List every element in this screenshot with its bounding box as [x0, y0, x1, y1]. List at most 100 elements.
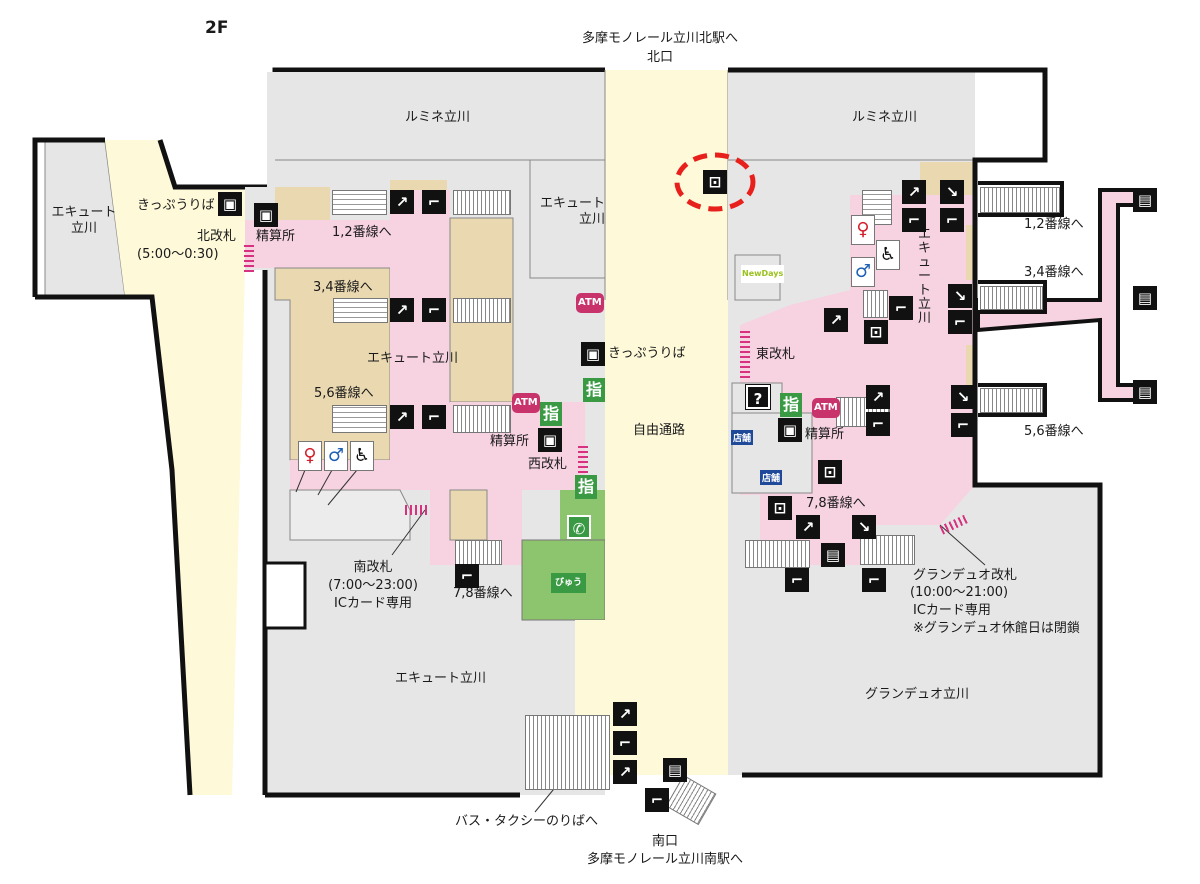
ticket-machine-icon: ▣ — [218, 192, 242, 216]
east-gate-barrier — [740, 330, 750, 378]
atm-badge: ATM — [576, 293, 604, 313]
stairs-track-12-east-b — [980, 187, 1060, 213]
ecute-far-left-label: エキュート 立川 — [51, 205, 117, 236]
fare-adjust-north-label: 精算所 — [256, 229, 296, 244]
bus-taxi-label: バス・タクシーのりばへ — [455, 814, 599, 829]
granduo-gate-note: ICカード専用 — [913, 603, 991, 618]
atm-badge: ATM — [512, 393, 540, 413]
track-12-west-label: 1,2番線へ — [332, 225, 392, 240]
escalator-down-icon: ↘ — [852, 515, 876, 539]
north-exit-destination: 多摩モノレール立川北駅へ — [581, 31, 738, 46]
ticket-office-2-label: きっぷうりば — [608, 346, 686, 361]
stairs-icon: ⌐ — [422, 298, 446, 322]
granduo-gate-closed-note: ※グランデュオ休館日は閉鎖 — [913, 621, 1080, 636]
stairs-icon: ⌐ — [785, 568, 809, 592]
north-gate-label: 北改札 — [197, 229, 237, 244]
elevator-icon: ▤ — [663, 758, 687, 782]
stairs-icon: ⌐ — [455, 564, 479, 588]
stairs-icon: ⌐ — [422, 405, 446, 429]
coin-locker-icon: ⊡ — [703, 170, 727, 194]
fare-adjust-east-label: 精算所 — [805, 427, 845, 442]
stairs-track-56-east — [980, 388, 1043, 413]
stairs-icon: ⌐ — [422, 190, 446, 214]
track-34-west-label: 3,4番線へ — [313, 280, 373, 295]
south-exit-label: 南口 — [651, 834, 678, 849]
escalator-icon: ↗ — [390, 405, 414, 429]
elevator-icon: ▤ — [1133, 286, 1157, 310]
stairs-icon: ⌐ — [613, 731, 637, 755]
east-gate-label: 東改札 — [756, 347, 796, 362]
fare-adjust-west-label: 精算所 — [490, 434, 530, 449]
escalator-icon: ↗ — [866, 385, 890, 409]
lumine-west-label: ルミネ立川 — [405, 110, 471, 125]
south-exit-destination: 多摩モノレール立川南駅へ — [586, 852, 743, 867]
escalator-icon: ↗ — [613, 760, 637, 784]
elevator-icon: ▤ — [821, 543, 845, 567]
fare-adjustment-icon: ▣ — [778, 418, 802, 442]
stairs-track-78-west — [455, 540, 502, 565]
free-passage-label: 自由通路 — [633, 423, 686, 438]
stairs-icon: ⌐ — [645, 788, 669, 812]
track-78-west-label: 7,8番線へ — [453, 586, 513, 601]
escalator-icon: ↗ — [824, 308, 848, 332]
ticket-office-label: きっぷうりば — [137, 198, 215, 213]
stairs-icon: ⌐ — [902, 208, 926, 232]
floor-label: 2F — [205, 18, 229, 38]
track-56-east-label: 5,6番線へ — [1024, 424, 1084, 439]
coin-locker-icon: ⊡ — [768, 496, 792, 520]
escalator-icon: ↗ — [390, 190, 414, 214]
accessible-restroom-icon: ♿ — [876, 240, 900, 270]
ecute-east-label: エキュート立川 — [918, 227, 932, 326]
ticket-machine-icon: ▣ — [581, 342, 605, 366]
escalator-icon: ↗ — [390, 298, 414, 322]
escalator-down-icon: ↘ — [948, 284, 972, 308]
stairs-track-12-west-a — [332, 190, 387, 215]
escalator-down-icon: ↘ — [951, 385, 975, 409]
fare-adjustment-icon: ▣ — [254, 203, 278, 227]
track-12-east-label: 1,2番線へ — [1024, 217, 1084, 232]
reserved-ticket-office-icon: 指 — [540, 402, 562, 426]
ecute-center-label: エキュート立川 — [367, 351, 459, 366]
stairs-icon: ⌐ — [940, 208, 964, 232]
accessible-restroom-icon: ♿ — [350, 441, 374, 471]
view-plaza-logo: びゅう — [551, 573, 587, 593]
south-gate-barrier — [405, 505, 429, 515]
stairs-icon: ⌐ — [866, 412, 890, 436]
escalator-down-icon: ↘ — [940, 180, 964, 204]
stairs-track-78-east-a — [745, 540, 810, 568]
reserved-ticket-office-icon: 指 — [780, 393, 802, 417]
stairs-track-12-west-b — [453, 190, 511, 215]
atm-badge: ATM — [812, 398, 840, 418]
elevator-icon: ▤ — [1133, 188, 1157, 212]
south-gate-hours: (7:00〜23:00) — [328, 578, 418, 593]
escalator-icon: ↗ — [613, 702, 637, 726]
stairs-track-78-east-b — [860, 535, 915, 565]
stairs-track-34-east — [980, 286, 1043, 310]
stairs-track-12-east — [862, 190, 892, 225]
stairs-icon: ⌐ — [948, 310, 972, 334]
stairs-track-34-west-a — [333, 298, 388, 323]
lounge-icon: ✆ — [567, 515, 591, 539]
escalator-icon: ↗ — [796, 515, 820, 539]
north-exit-label: 北口 — [646, 50, 673, 65]
coin-locker-icon: ⊡ — [864, 320, 888, 344]
north-gate-hours: (5:00〜0:30) — [137, 247, 219, 262]
stairs-icon: ⌐ — [889, 296, 913, 320]
stairs-east-b — [863, 290, 888, 318]
north-gate-barrier — [244, 245, 254, 272]
stairs-south — [525, 715, 610, 790]
coin-locker-icon: ⊡ — [818, 460, 842, 484]
elevator-icon: ▤ — [1133, 380, 1157, 404]
womens-restroom-icon: ♀ — [298, 441, 322, 471]
information-icon: ? — [745, 384, 771, 410]
granduo-label: グランデュオ立川 — [865, 687, 970, 702]
stairs-icon: ⌐ — [951, 413, 975, 437]
granduo-gate-label: グランデュオ改札 — [913, 568, 1018, 583]
ecute-inner-label: エキュート 立川 — [539, 196, 605, 227]
newdays-logo: NewDays — [741, 265, 785, 283]
shop-badge: 店舗 — [731, 430, 754, 445]
stairs-icon: ⌐ — [862, 568, 886, 592]
womens-restroom-icon: ♀ — [851, 215, 875, 245]
stairs-track-56-west-a — [332, 405, 387, 433]
